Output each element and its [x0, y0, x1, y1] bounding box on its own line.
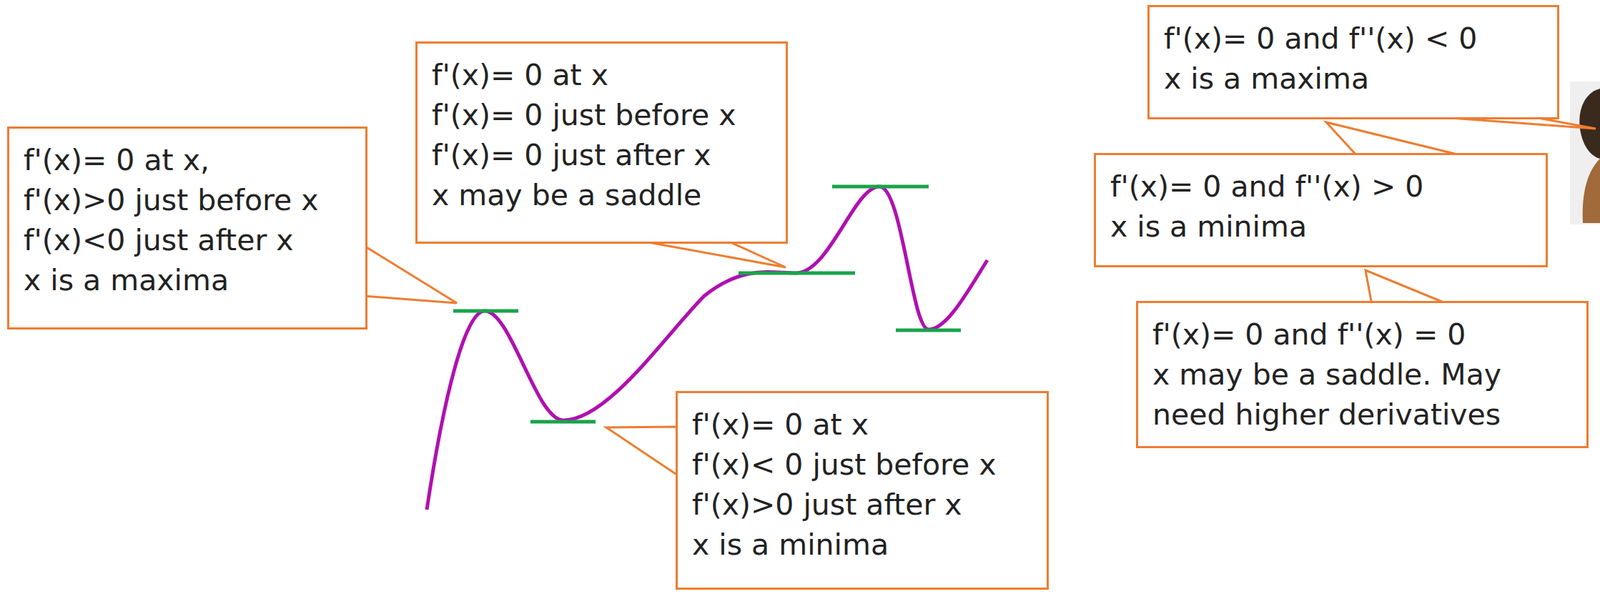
- callout-tail: [606, 426, 680, 477]
- cropped-photo: [1569, 81, 1600, 225]
- callout-text: f'(x)>0 just before x: [23, 180, 352, 221]
- photo-hair: [1579, 88, 1600, 159]
- callout-tail: [363, 245, 457, 304]
- callout-text: x is a minima: [1110, 206, 1532, 247]
- callout-text: f'(x)<0 just after x: [23, 220, 352, 261]
- callout-text: f'(x)< 0 just before x: [692, 444, 1033, 485]
- callout-text: x is a maxima: [23, 260, 352, 301]
- photo-figure: [1582, 158, 1600, 224]
- tangent-line: [530, 420, 596, 424]
- callout-text: f'(x)>0 just after x: [692, 484, 1033, 525]
- callout-tail: [1365, 270, 1451, 306]
- callout-box: f'(x)= 0 and f''(x) < 0x is a maxima: [1147, 5, 1560, 120]
- callout-text: x may be a saddle. May need higher deriv…: [1152, 354, 1573, 435]
- callout-box: f'(x)= 0 at xf'(x)= 0 just before xf'(x)…: [415, 41, 788, 244]
- callout-box: f'(x)= 0 and f''(x) > 0x is a minima: [1093, 152, 1548, 268]
- tangent-line: [453, 309, 519, 314]
- callout-text: x is a minima: [692, 524, 1033, 565]
- callout-tail: [1326, 122, 1470, 158]
- callout-text: f'(x)= 0 just after x: [431, 135, 772, 176]
- callout-box: f'(x)= 0 at xf'(x)< 0 just before xf'(x)…: [675, 391, 1049, 590]
- tangent-line: [832, 185, 929, 189]
- callout-text: f'(x)= 0 at x,: [23, 140, 352, 181]
- callout-text: f'(x)= 0 at x: [431, 55, 772, 96]
- callout-text: f'(x)= 0 and f''(x) = 0: [1152, 314, 1573, 355]
- callout-text: f'(x)= 0 and f''(x) > 0: [1110, 166, 1532, 207]
- photo-ground: [1569, 81, 1600, 225]
- callout-text: x is a maxima: [1163, 58, 1543, 99]
- callout-text: f'(x)= 0 just before x: [431, 95, 772, 136]
- callout-box: f'(x)= 0 and f''(x) = 0x may be a saddle…: [1136, 300, 1589, 449]
- tangent-line: [738, 271, 856, 276]
- callout-text: x may be a saddle: [431, 175, 772, 216]
- tangent-line: [895, 328, 961, 333]
- callout-text: f'(x)= 0 at x: [692, 404, 1033, 445]
- callout-text: f'(x)= 0 and f''(x) < 0: [1163, 18, 1543, 59]
- callout-box: f'(x)= 0 at x,f'(x)>0 just before xf'(x)…: [7, 126, 368, 330]
